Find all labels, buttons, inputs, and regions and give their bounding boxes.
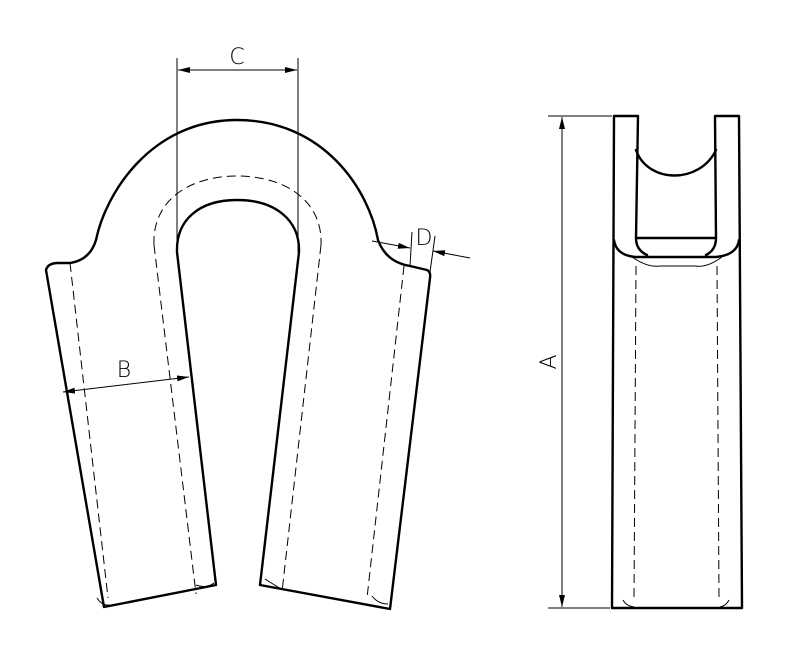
front-view-hidden-outer-groove (69, 175, 405, 599)
dimension-b-label: B (117, 358, 131, 383)
dimension-a: A (537, 115, 612, 609)
side-view-flange (612, 236, 741, 259)
front-view-outline (44, 118, 432, 611)
side-view-throat (631, 256, 723, 267)
front-view (44, 118, 432, 611)
dimension-d-arrow-left (371, 240, 411, 249)
side-view-bottom-fillets (622, 599, 730, 608)
dimension-d-extension-right (429, 235, 436, 273)
front-view-hidden-inner-groove (153, 244, 322, 595)
side-view-outline (610, 114, 744, 610)
dimension-d-extension-left (409, 231, 413, 267)
dimension-d-label: D (416, 226, 433, 251)
dimension-d-arrow-right (432, 250, 471, 259)
dimension-d: D (371, 226, 471, 273)
dimension-a-label: A (537, 354, 562, 369)
dimension-b: B (62, 358, 190, 394)
dimension-c: C (176, 45, 299, 252)
side-view-hidden-lines (633, 265, 720, 599)
side-view-groove-curve (634, 148, 718, 177)
dimension-b-line (62, 375, 190, 394)
front-view-leg-end-fillets (96, 578, 389, 606)
side-view (610, 114, 744, 610)
dimension-c-label: C (229, 45, 244, 70)
